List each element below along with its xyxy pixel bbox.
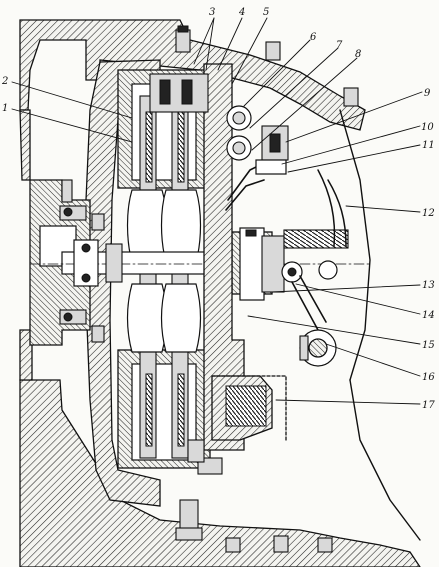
top-bolts: [61, 25, 359, 203]
callout-9: 9: [424, 88, 431, 99]
callout-11: 11: [422, 140, 435, 151]
release-mechanism: [149, 63, 289, 451]
callout-1: 1: [2, 103, 8, 114]
lower-cover: [187, 375, 287, 475]
release-fork: [281, 260, 338, 367]
callout-13: 13: [422, 280, 435, 291]
clutch-housing: [19, 19, 421, 567]
leader-lines: [11, 17, 423, 405]
callout-15: 15: [422, 340, 435, 351]
callout-7: 7: [336, 40, 343, 51]
callout-17: 17: [422, 400, 435, 411]
callout-2: 2: [1, 76, 8, 87]
callout-3: 3: [209, 7, 215, 18]
callout-16: 16: [422, 372, 435, 383]
callout-6: 6: [310, 32, 317, 43]
callout-labels: 3 4 5 6 7 8 9 10 11 12 13 14 15 16 17 2 …: [1, 7, 435, 411]
callout-12: 12: [422, 208, 435, 219]
callout-8: 8: [355, 49, 361, 60]
flywheel: [29, 59, 161, 507]
return-spring: [283, 169, 349, 249]
callout-14: 14: [422, 310, 435, 321]
callout-10: 10: [421, 122, 434, 133]
callout-5: 5: [263, 7, 269, 18]
callout-4: 4: [238, 7, 245, 18]
